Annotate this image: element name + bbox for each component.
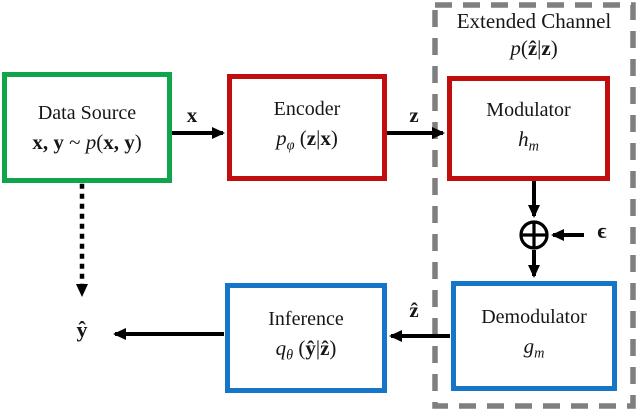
noise-label-epsilon: ϵ: [597, 218, 607, 243]
inference-box: Inference qθ (ŷ|ẑ): [225, 283, 387, 393]
signal-label-z-hat: ẑ: [409, 298, 419, 322]
encoder-box: Encoder pφ (z|x): [227, 74, 387, 181]
extended-channel-header: Extended Channel p(ẑ|z): [435, 9, 633, 62]
demodulator-title: Demodulator: [481, 306, 587, 329]
inference-formula: qθ (ŷ|ẑ): [275, 336, 337, 364]
extended-channel-formula: p(ẑ|z): [510, 36, 558, 60]
demodulator-box: Demodulator gm: [451, 281, 617, 391]
modulator-formula: hm: [518, 126, 539, 155]
signal-label-x: x: [186, 103, 198, 127]
modulator-title: Modulator: [486, 98, 571, 121]
data-source-formula: x, y ~ p(x, y): [32, 129, 142, 154]
encoder-title: Encoder: [273, 97, 341, 120]
extended-channel-title: Extended Channel: [456, 9, 612, 33]
signal-label-z: z: [409, 103, 419, 127]
encoder-formula: pφ (z|x): [276, 125, 338, 154]
demodulator-formula: gm: [523, 334, 545, 362]
data-source-title: Data Source: [37, 101, 137, 124]
modulator-box: Modulator hm: [447, 76, 610, 181]
data-source-box: Data Source x, y ~ p(x, y): [2, 72, 172, 183]
extended-channel-border: [432, 2, 636, 409]
signal-label-y-hat: ŷ: [76, 317, 88, 342]
inference-title: Inference: [268, 308, 344, 331]
